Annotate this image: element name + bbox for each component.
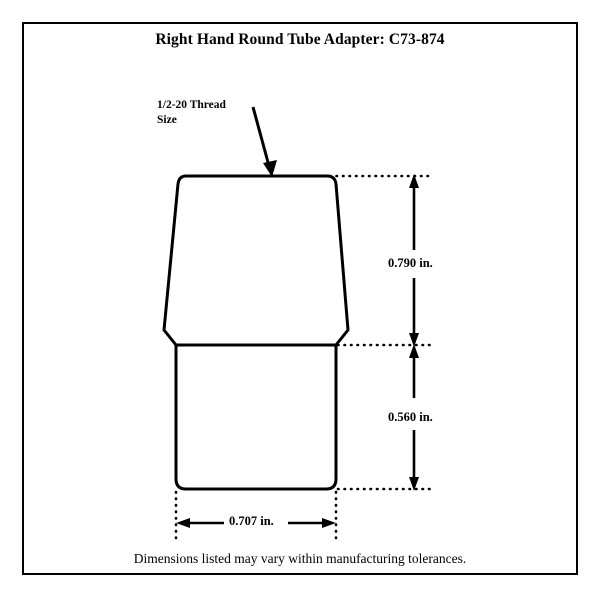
tube-section <box>174 345 338 491</box>
dimension-line-0790 <box>409 174 419 347</box>
adapter-taper-body <box>162 174 350 347</box>
dimension-label-0790: 0.790 in. <box>388 256 433 270</box>
dimension-line-0707 <box>176 518 336 528</box>
page-title: Right Hand Round Tube Adapter: C73-874 <box>155 31 445 48</box>
dimension-line-0560 <box>409 344 419 491</box>
drawing-border <box>22 22 578 575</box>
thread-note-line-2: Size <box>157 114 177 126</box>
tolerance-note: Dimensions listed may vary within manufa… <box>133 551 467 566</box>
dimension-label-0560: 0.560 in. <box>388 410 433 424</box>
leader-arrow-icon <box>251 106 277 177</box>
thread-note-line-1: 1/2-20 Thread <box>157 99 226 111</box>
dimension-label-0707: 0.707 in. <box>229 514 274 528</box>
thread-size-annotation: 1/2-20 Thread Size <box>157 98 277 128</box>
